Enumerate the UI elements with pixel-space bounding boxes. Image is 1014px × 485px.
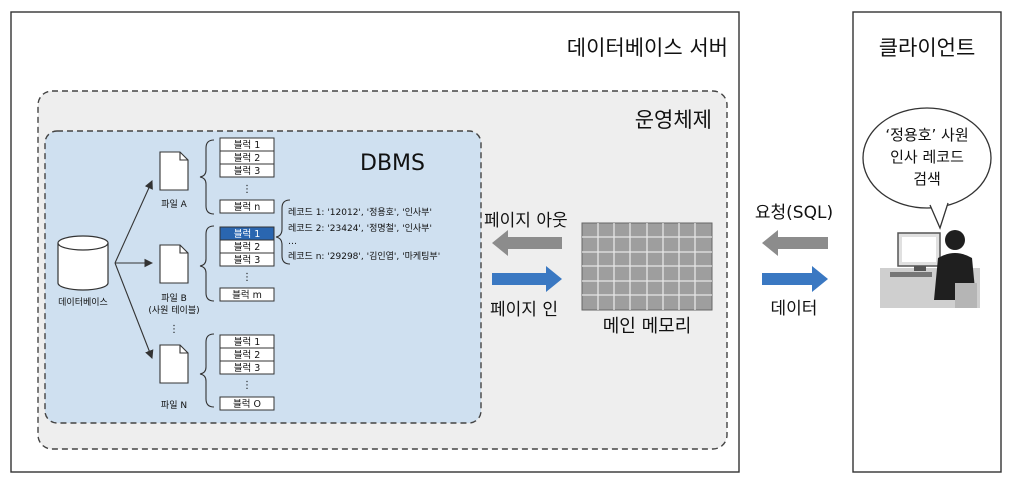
user-at-computer-icon [880,230,980,308]
file-a-icon [159,151,189,191]
request-arrow [762,230,828,256]
block-b-2-label: 블럭 2 [234,241,261,253]
block-n-2-label: 블럭 2 [234,349,261,361]
page-in-arrow [492,266,562,292]
data-label: 데이터 [771,299,818,319]
db-to-file-arrows [114,179,154,360]
block-n-o [219,396,275,411]
block-n-1-label: 블럭 1 [234,336,261,348]
block-b-3-label: 블럭 3 [234,254,261,266]
file-a-blocks: 블럭 1 블럭 2 블럭 3 ⋮ 블럭 n [219,137,275,214]
record-list: 레코드 1: '12012', '정용호', '인사부' 레코드 2: '234… [288,207,440,262]
block-a-2-label: 블럭 2 [234,152,261,164]
block-a-1-label: 블럭 1 [234,139,261,151]
record-dots: … [288,237,297,247]
block-n-o-label: 블럭 O [233,398,261,410]
client-title: 클라이언트 [879,36,976,60]
page-out-label: 페이지 아웃 [484,211,568,231]
os-title: 운영체제 [635,108,712,132]
record-1: 레코드 1: '12012', '정용호', '인사부' [288,207,432,218]
block-a-dots: ⋮ [242,184,252,195]
main-memory-grid [581,222,713,311]
record-n: 레코드 n: '29298', '김인엽', '마케팅부' [288,250,440,262]
dbms-box [44,130,482,424]
page-out-arrow [492,230,562,256]
block-a-3-label: 블럭 3 [234,165,261,177]
block-braces [199,139,291,408]
block-n-dots: ⋮ [242,380,252,391]
file-a-label: 파일 A [161,199,187,210]
block-a-n-label: 블럭 n [234,201,261,213]
bubble-line-1: ‘정용호’ 사원 [885,126,968,144]
block-a-n [219,199,275,214]
file-n-blocks: 블럭 1 블럭 2 블럭 3 ⋮ 블럭 O [219,334,275,411]
data-arrow [762,266,828,292]
record-2: 레코드 2: '23424', '정명철', '인사부' [288,223,432,234]
block-b-3 [219,252,275,267]
speech-bubble [862,107,992,230]
database-icon [57,235,109,291]
request-label: 요청(SQL) [755,203,833,223]
file-b-label: 파일 B [161,293,187,304]
file-n-label: 파일 N [161,400,187,411]
bubble-line-3: 검색 [913,170,941,188]
block-b-m-label: 블럭 m [232,289,262,301]
block-b-m [219,287,275,302]
block-a-3 [219,163,275,178]
block-b-dots: ⋮ [242,272,252,283]
file-b-sublabel: (사원 테이블) [148,305,199,316]
dbms-title: DBMS [360,151,425,176]
block-n-3-label: 블럭 3 [234,362,261,374]
page-in-label: 페이지 인 [490,300,558,320]
file-b-icon [159,244,189,284]
database-label: 데이터베이스 [58,297,108,308]
block-b-1-label: 블럭 1 [234,228,261,240]
server-title: 데이터베이스 서버 [567,36,728,60]
block-n-3 [219,360,275,375]
main-memory-label: 메인 메모리 [603,316,692,337]
file-n-icon [159,344,189,384]
bubble-line-2: 인사 레코드 [890,148,964,166]
file-b-blocks: 블럭 1 블럭 2 블럭 3 ⋮ 블럭 m [219,226,275,302]
file-dots: ⋮ [169,324,179,335]
